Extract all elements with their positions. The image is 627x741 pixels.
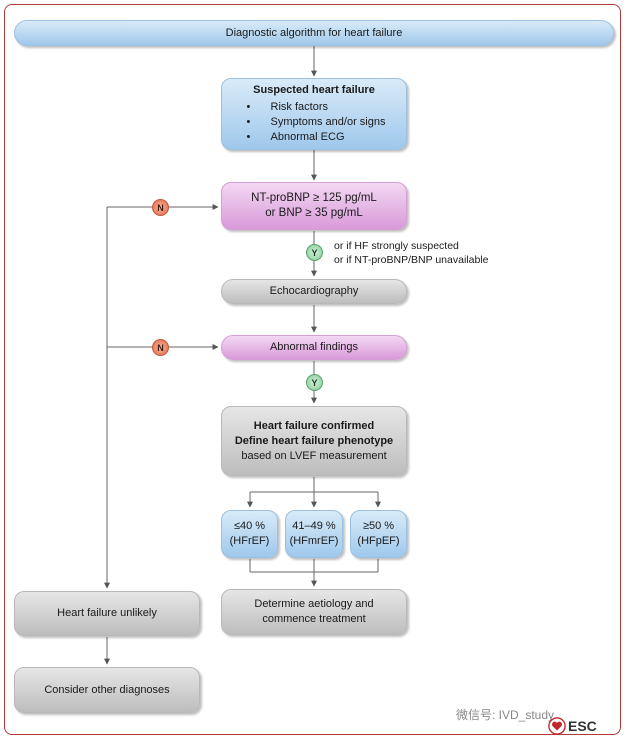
watermark-text: 微信号: IVD_study [456,708,555,722]
heart-icon [548,717,566,735]
ntprobnp-line2: or BNP ≥ 35 pg/mL [265,207,363,219]
phenotype-hfref-box: ≤40 % (HFrEF) [221,510,278,558]
echocardiography-label: Echocardiography [269,285,359,297]
unlikely-label: Heart failure unlikely [57,607,157,619]
ntprobnp-box: NT-proBNP ≥ 125 pg/mL or BNP ≥ 35 pg/mL [221,182,407,230]
consider-other-diagnoses-box: Consider other diagnoses [14,667,200,713]
yes-badge-top: Y [306,244,323,261]
esc-logo-text: ESC [568,718,597,734]
aetiology-line2: commence treatment [262,613,366,625]
confirmed-line1: Heart failure confirmed [253,419,375,432]
yes-note-line1: or if HF strongly suspected [334,240,459,252]
no-badge-top: N [152,199,169,216]
figure-frame [4,4,621,735]
aetiology-treatment-box: Determine aetiology and commence treatme… [221,589,407,635]
suspected-list: Risk factors Symptoms and/or signs Abnor… [243,100,386,145]
phenotype-label: (HFpEF) [357,535,400,547]
phenotype-label: (HFmrEF) [289,535,339,547]
echocardiography-box: Echocardiography [221,279,407,304]
phenotype-range: ≥50 % [362,520,395,532]
suspected-item: Risk factors [243,100,386,115]
yes-note-line2: or if NT-proBNP/BNP unavailable [334,254,489,266]
aetiology-line1: Determine aetiology and [254,598,374,610]
other-diagnoses-label: Consider other diagnoses [44,683,170,696]
suspected-item: Abnormal ECG [243,130,386,145]
suspected-heart-failure-box: Suspected heart failure Risk factors Sym… [221,78,407,150]
ntprobnp-line1: NT-proBNP ≥ 125 pg/mL [251,192,377,204]
phenotype-range: ≤40 % [233,520,266,532]
suspected-heading: Suspected heart failure [253,84,375,96]
suspected-item: Symptoms and/or signs [243,115,386,130]
confirmed-line2: Define heart failure phenotype [234,434,394,447]
abnormal-findings-box: Abnormal findings [221,335,407,360]
phenotype-hfpef-box: ≥50 % (HFpEF) [350,510,407,558]
heart-failure-confirmed-box: Heart failure confirmed Define heart fai… [221,406,407,476]
phenotype-hfmref-box: 41–49 % (HFmrEF) [285,510,343,558]
abnormal-findings-label: Abnormal findings [269,341,359,353]
esc-logo: ESC [548,717,597,735]
phenotype-range: 41–49 % [292,520,336,532]
phenotype-label: (HFrEF) [229,535,270,547]
heart-failure-unlikely-box: Heart failure unlikely [14,591,200,636]
confirmed-line3: based on LVEF measurement [241,449,387,462]
no-badge-mid: N [152,339,169,356]
yes-badge-mid: Y [306,374,323,391]
yes-condition-note: or if HF strongly suspected or if NT-pro… [334,239,488,267]
algorithm-title: Diagnostic algorithm for heart failure [14,20,614,46]
algorithm-title-text: Diagnostic algorithm for heart failure [225,26,403,39]
